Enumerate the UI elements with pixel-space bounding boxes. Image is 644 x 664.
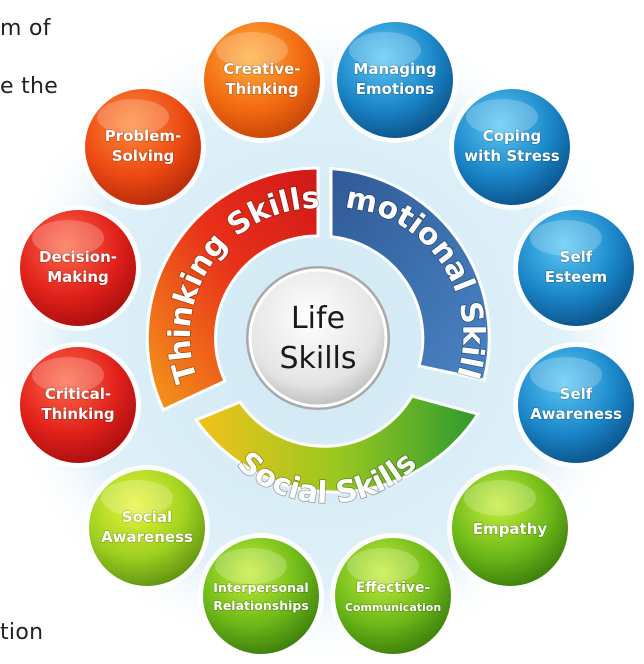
skill-label-line-2: Making: [47, 268, 109, 286]
center-hub: Life Skills: [246, 266, 390, 410]
skill-label-line-2: Thinking: [225, 80, 298, 98]
emotional-skills-arc: [329, 166, 491, 382]
skill-social-awareness: Social Awareness: [84, 465, 210, 591]
skill-label-line-2: Emotions: [356, 80, 434, 98]
skill-managing-emotions: Managing Emotions: [332, 17, 458, 143]
skill-critical-thinking: Critical- Thinking: [15, 342, 141, 468]
skill-label-line-1: Effective-: [356, 580, 431, 596]
skill-label-line-1: Managing: [353, 60, 436, 78]
center-label-line-1: Life: [291, 301, 345, 336]
skill-label-line-1: Self: [560, 248, 593, 266]
background-text-line-3: tion: [0, 620, 44, 645]
skill-problem-solving: Problem- Solving: [80, 84, 206, 210]
background-text-line-1: m of: [0, 16, 51, 41]
skill-label-line-2: Communication: [345, 601, 441, 614]
skill-label-line-2: Thinking: [41, 405, 114, 423]
skill-self-awareness: Self Awareness: [513, 342, 639, 468]
skill-label-line-1: Interpersonal: [213, 580, 308, 595]
skill-self-esteem: Self Esteem: [513, 205, 639, 331]
skill-creative-thinking: Creative- Thinking: [199, 17, 325, 143]
skill-label-line-1: Decision-: [39, 248, 117, 266]
skill-decision-making: Decision- Making: [15, 205, 141, 331]
skill-effective-communication: Effective- Communication: [330, 533, 456, 659]
skill-label-line-1: Empathy: [473, 520, 548, 538]
skill-label-line-1: Creative-: [223, 60, 300, 78]
skill-label-line-1: Coping: [483, 127, 542, 145]
skill-label-line-1: Problem-: [105, 127, 182, 145]
skill-coping-with-stress: Coping with Stress: [449, 84, 575, 210]
skill-interpersonal-relationships: Interpersonal Relationships: [198, 533, 324, 659]
skill-label-line-2: Relationships: [213, 598, 309, 613]
thinking-skills-arc: [145, 166, 320, 412]
skill-label-line-2: with Stress: [464, 147, 560, 165]
skill-label-line-2: Esteem: [545, 268, 607, 286]
skill-label-line-2: Solving: [112, 147, 175, 165]
skill-label-line-2: Awareness: [530, 405, 622, 423]
skill-label-line-1: Critical-: [45, 385, 111, 403]
skill-empathy: Empathy: [447, 465, 573, 591]
skill-label-line-1: Social: [122, 508, 172, 526]
skill-label-line-2: Awareness: [101, 528, 193, 546]
social-skills-arc: [193, 394, 481, 494]
skill-label-line-1: Self: [560, 385, 593, 403]
background-text-line-2: e the: [0, 74, 59, 99]
center-label-line-2: Skills: [279, 341, 356, 376]
